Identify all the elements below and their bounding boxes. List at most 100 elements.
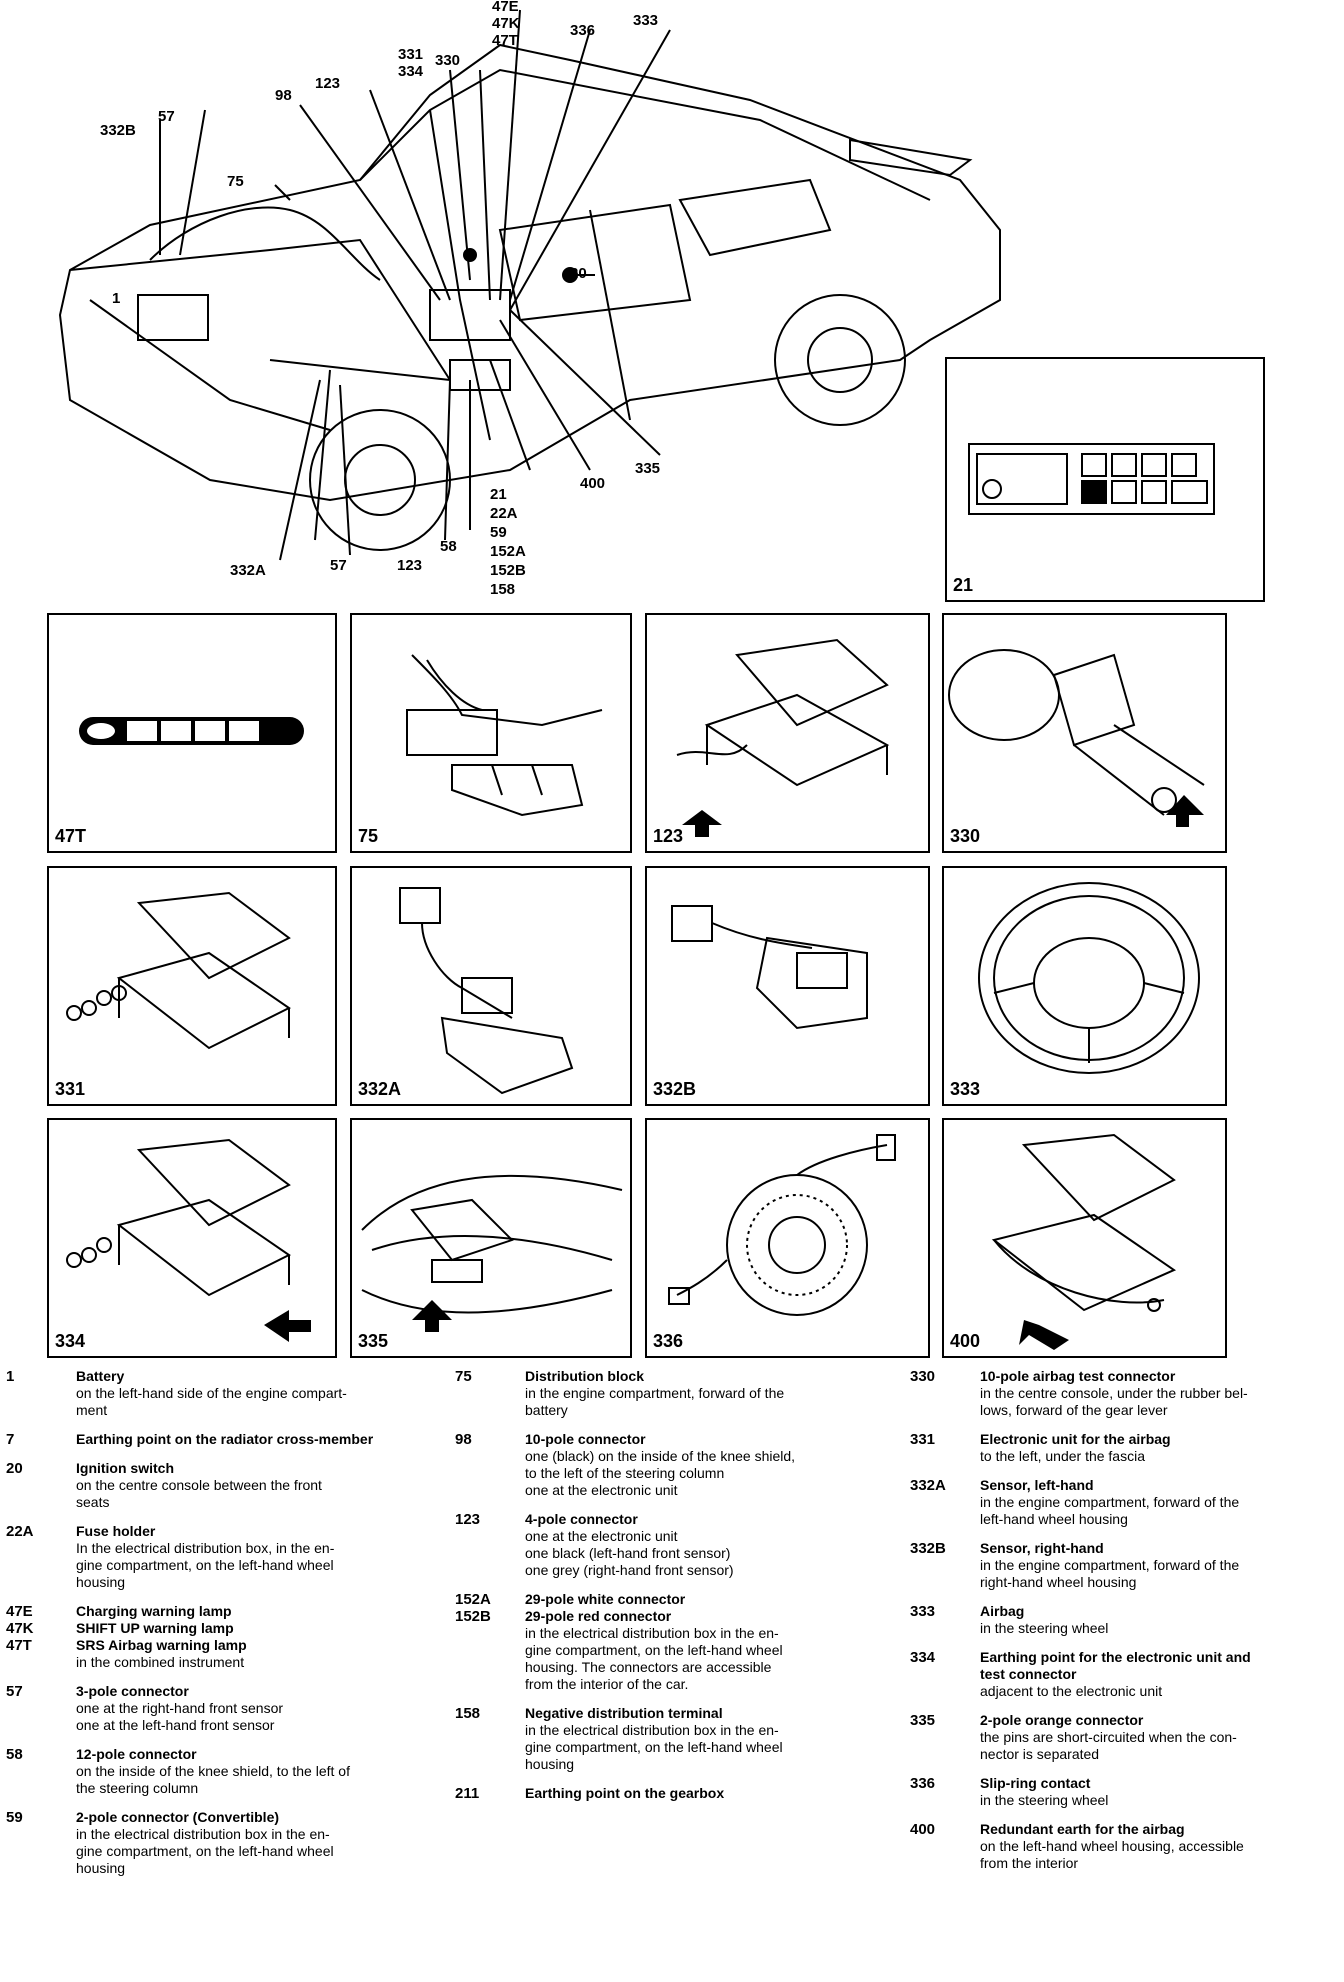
callout-330: 330 <box>435 52 461 69</box>
legend-entry: 7 Earthing point on the radiator cross-me… <box>6 1431 421 1448</box>
connector-123-drawing <box>676 638 890 837</box>
redundant-earth-drawing <box>991 1133 1177 1350</box>
legend-desc: in the combined instrument <box>76 1654 245 1670</box>
legend-title: Electronic unit for the airbag <box>980 1431 1171 1447</box>
legend-number: 332A <box>910 1477 946 1494</box>
panel-333: 333 <box>942 866 1227 1106</box>
panel-label: 335 <box>358 1331 389 1351</box>
legend-desc: in the electrical distribution box in th… <box>525 1625 783 1692</box>
legend-number: 158 <box>455 1705 481 1722</box>
legend-title: Fuse holder <box>76 1523 156 1539</box>
legend-title: 10-pole connector <box>525 1431 646 1447</box>
legend-number: 98 <box>455 1431 472 1448</box>
legend-title: 2-pole connector (Convertible) <box>76 1809 280 1825</box>
callout-400: 400 <box>580 475 606 492</box>
panel-335: 335 <box>350 1118 632 1358</box>
callout-123-top: 123 <box>315 75 341 92</box>
legend-title: Slip-ring contact <box>980 1775 1091 1791</box>
callout-57-bottom: 57 <box>330 557 347 574</box>
legend-desc: in the engine compartment, forward of th… <box>980 1494 1240 1527</box>
panel-21: 21 <box>945 357 1265 602</box>
legend-desc: on the left-hand side of the engine comp… <box>76 1385 347 1418</box>
car-overview-illustration: 47E 47K 47T 336 333 331 334 330 123 98 3… <box>30 0 1020 610</box>
legend-desc: in the steering wheel <box>980 1620 1109 1636</box>
legend-desc: to the left, under the fascia <box>980 1448 1145 1464</box>
fuse-box-drawing <box>968 443 1215 515</box>
sensor-left-drawing <box>399 887 574 1095</box>
legend-number: 211 <box>455 1785 480 1802</box>
panel-label: 47T <box>55 826 87 846</box>
panel-336: 336 <box>645 1118 930 1358</box>
legend-title: Negative distribution terminal <box>525 1705 723 1721</box>
legend-title: 4-pole connector <box>525 1511 638 1527</box>
legend-desc: in the electrical distribution box in th… <box>525 1722 783 1772</box>
earthing-point-unit-drawing <box>66 1138 311 1342</box>
legend-desc: one at the electronic unit one black (le… <box>525 1528 734 1578</box>
legend-number: 336 <box>910 1775 936 1792</box>
legend-number: 335 <box>910 1712 936 1729</box>
slip-ring-drawing <box>668 1134 896 1316</box>
legend-number: 59 <box>6 1809 23 1826</box>
panel-332b: 332B <box>645 866 930 1106</box>
legend-title: 2-pole orange connector <box>980 1712 1144 1728</box>
legend-desc: the pins are short-circuited when the co… <box>980 1729 1237 1762</box>
panel-label: 336 <box>653 1331 684 1351</box>
callout-21-group: 21 22A 59 152A 152B 158 <box>490 486 526 598</box>
panel-label: 330 <box>950 826 981 846</box>
panel-label: 332A <box>358 1079 402 1099</box>
callout-98: 98 <box>275 87 292 104</box>
panel-label: 21 <box>953 575 974 595</box>
callout-331-334: 331 334 <box>398 46 424 80</box>
legend-title: Earthing point for the electronic unit a… <box>980 1649 1251 1682</box>
panel-label: 333 <box>950 1079 981 1099</box>
panel-332a: 332A <box>350 866 632 1106</box>
legend-desc: on the centre console between the front … <box>76 1477 322 1510</box>
legend-title: Battery <box>76 1368 125 1384</box>
legend-desc: on the inside of the knee shield, to the… <box>76 1763 350 1796</box>
panel-330: 330 <box>942 613 1227 853</box>
legend-number: 123 <box>455 1511 481 1528</box>
legend-desc: in the engine compartment, forward of th… <box>980 1557 1240 1590</box>
callout-335: 335 <box>635 460 661 477</box>
legend-number: 7 <box>6 1431 15 1448</box>
callout-332b: 332B <box>100 122 136 139</box>
legend-number: 75 <box>455 1368 472 1385</box>
legend-desc: In the electrical distribution box, in t… <box>76 1540 335 1590</box>
callout-336: 336 <box>570 22 596 39</box>
legend-title: Earthing point on the radiator cross-mem… <box>76 1431 374 1447</box>
legend-title: 12-pole connector <box>76 1746 197 1762</box>
panel-label: 334 <box>55 1331 86 1351</box>
legend-number: 152A 152B <box>455 1591 491 1625</box>
legend-title: Sensor, left-hand <box>980 1477 1094 1493</box>
panel-400: 400 <box>942 1118 1227 1358</box>
legend-number: 332B <box>910 1540 946 1557</box>
car-outline-drawing <box>58 9 1001 561</box>
panel-label: 123 <box>653 826 684 846</box>
legend-title: 3-pole connector <box>76 1683 189 1699</box>
legend-title: Ignition switch <box>76 1460 174 1476</box>
legend-number: 400 <box>910 1821 936 1838</box>
panel-334: 334 <box>47 1118 337 1358</box>
orange-connector-drawing <box>361 1174 623 1332</box>
callout-57-top: 57 <box>158 108 175 125</box>
legend-title: Redundant earth for the airbag <box>980 1821 1185 1837</box>
panel-label: 75 <box>358 826 379 846</box>
callout-58: 58 <box>440 538 457 555</box>
